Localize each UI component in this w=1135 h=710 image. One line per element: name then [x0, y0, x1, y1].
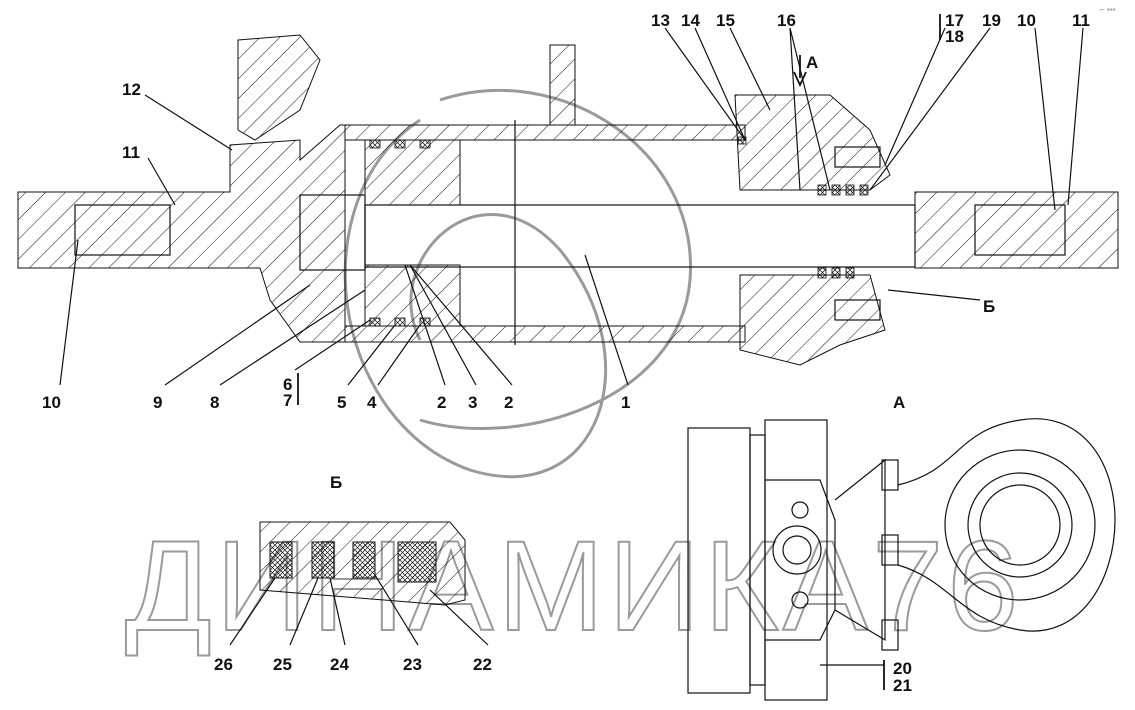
detail-b-view: Б 26 25 24 23 22 [214, 473, 492, 674]
label-26: 26 [214, 655, 233, 674]
label-14: 14 [681, 11, 700, 30]
label-9: 9 [153, 393, 162, 412]
view-a-marker: А [806, 53, 818, 72]
label-11b: 11 [1072, 11, 1090, 30]
label-19: 19 [982, 11, 1001, 30]
label-5: 5 [337, 393, 346, 412]
label-10: 10 [42, 393, 61, 412]
label-2b: 2 [504, 393, 513, 412]
detail-b-title: Б [330, 473, 342, 492]
label-22: 22 [473, 655, 492, 674]
label-7: 7 [283, 391, 292, 410]
label-17: 17 [945, 11, 964, 30]
label-24: 24 [330, 655, 349, 674]
label-11: 11 [122, 143, 140, 162]
label-21: 21 [893, 676, 912, 695]
view-a-title: А [893, 393, 905, 412]
corner-mark: ⌐ ▪▪▪ [1100, 5, 1116, 14]
label-3: 3 [468, 393, 477, 412]
label-15: 15 [716, 11, 735, 30]
view-a: А 20 21 [687, 393, 1116, 701]
label-12: 12 [122, 80, 141, 99]
label-18: 18 [945, 27, 964, 46]
label-1: 1 [621, 393, 630, 412]
detail-b-marker: Б [983, 297, 995, 316]
label-10b: 10 [1017, 11, 1036, 30]
label-25: 25 [273, 655, 292, 674]
label-4: 4 [367, 393, 377, 412]
label-8: 8 [210, 393, 219, 412]
label-23: 23 [403, 655, 422, 674]
main-section-view [17, 14, 1119, 690]
main-view-labels: 12 11 10 9 8 6 7 5 4 2 3 2 1 13 14 15 16… [42, 11, 1090, 412]
label-13: 13 [651, 11, 670, 30]
label-6: 6 [283, 375, 292, 394]
label-20: 20 [893, 659, 912, 678]
label-16: 16 [777, 11, 796, 30]
label-2: 2 [437, 393, 446, 412]
